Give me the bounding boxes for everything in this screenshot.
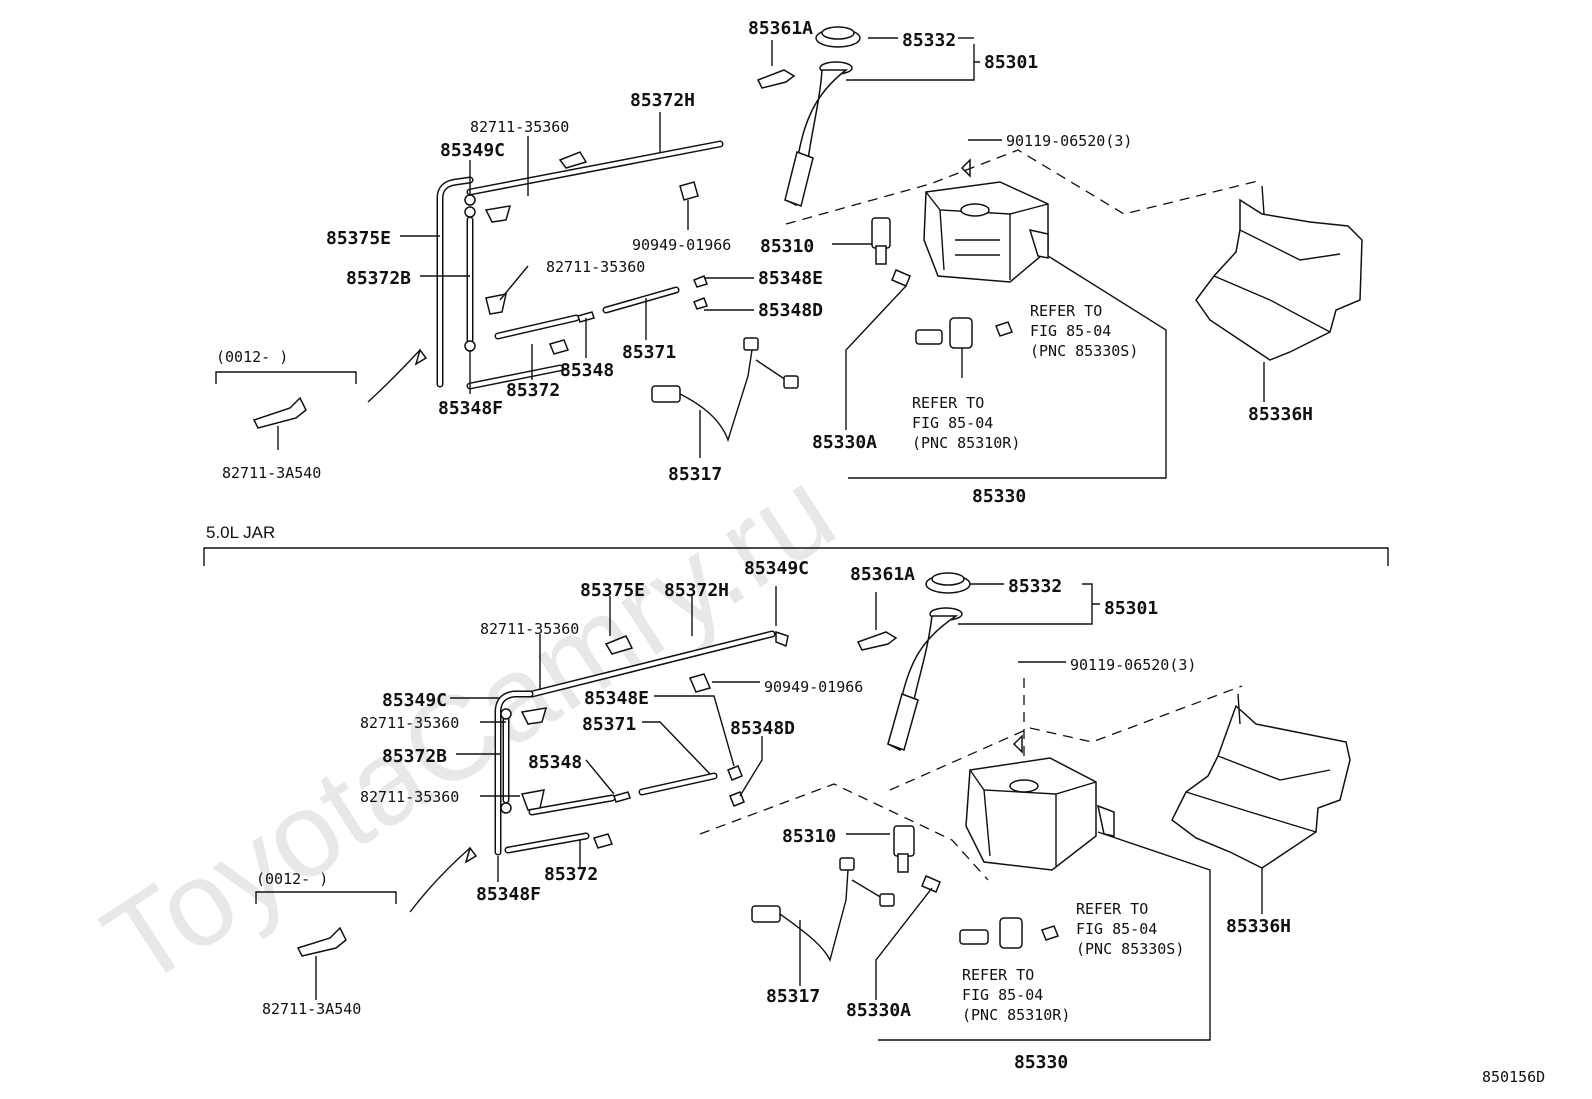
refer-note-2-line-1: REFER TO <box>962 966 1034 984</box>
bracket-85336h-bottom <box>1171 693 1351 869</box>
labels-bottom: 85349C 85375E 85372H 85361A 85332 85301 … <box>256 558 1291 1073</box>
refer-note-2-line-2: FIG 85-04 <box>962 986 1043 1004</box>
refer-note-1-line-1: REFER TO <box>1030 302 1102 320</box>
label-85336h: 85336H <box>1248 404 1313 425</box>
label-82711-35360-a: 82711-35360 <box>480 620 579 638</box>
label-85330a: 85330A <box>812 432 877 453</box>
label-85349c: 85349C <box>440 140 505 161</box>
label-85336h: 85336H <box>1226 916 1291 937</box>
label-85361a: 85361A <box>748 18 813 39</box>
joints-bottom <box>500 630 789 814</box>
label-82711-3a540: 82711-3A540 <box>222 464 321 482</box>
labels-top: 85361A 85332 85301 85372H 82711-35360 85… <box>216 18 1313 507</box>
label-85372h: 85372H <box>664 580 729 601</box>
label-82711-35360-b: 82711-35360 <box>546 258 645 276</box>
refer-note-2-line-2: FIG 85-04 <box>912 414 993 432</box>
tank-outline-top <box>785 149 1263 225</box>
label-82711-35360-b: 82711-35360 <box>360 714 459 732</box>
label-range: (0012- ) <box>256 870 328 888</box>
label-85348: 85348 <box>560 360 614 381</box>
refer-note-1-line-2: FIG 85-04 <box>1030 322 1111 340</box>
label-85348d: 85348D <box>730 718 795 739</box>
label-85330a: 85330A <box>846 1000 911 1021</box>
label-85372: 85372 <box>506 380 560 401</box>
label-85348f: 85348F <box>476 884 541 905</box>
label-85348f: 85348F <box>438 398 503 419</box>
bottom-assembly: 85349C 85375E 85372H 85361A 85332 85301 … <box>255 558 1351 1073</box>
label-85349c-b: 85349C <box>382 690 447 711</box>
label-85310: 85310 <box>782 826 836 847</box>
harness-85317-bottom <box>751 857 895 962</box>
label-82711-35360-c: 82711-35360 <box>360 788 459 806</box>
harness-85317-top <box>651 337 799 443</box>
hoses-bottom <box>494 630 776 856</box>
tank-outline-bottom-2 <box>699 783 989 881</box>
pump-85310-top <box>871 217 911 287</box>
leaders-bottom <box>315 583 1263 1041</box>
leaders-top <box>277 37 1265 479</box>
inset-clip-bottom <box>255 846 478 957</box>
clips-top <box>484 151 699 355</box>
label-90119: 90119-06520(3) <box>1070 656 1196 674</box>
label-85371: 85371 <box>622 342 676 363</box>
refer-note-2-line-3: (PNC 85310R) <box>912 434 1020 452</box>
label-85361a: 85361A <box>850 564 915 585</box>
figure-code: 850156D <box>1482 1068 1545 1086</box>
label-85332: 85332 <box>1008 576 1062 597</box>
label-82711-3a540: 82711-3A540 <box>262 1000 361 1018</box>
motor-85330a-top <box>915 317 1013 378</box>
pump-85310-bottom <box>893 825 941 893</box>
refer-note-1-line-3: (PNC 85330S) <box>1030 342 1138 360</box>
label-85372b: 85372B <box>346 268 411 289</box>
label-85375e: 85375E <box>326 228 391 249</box>
refer-note-2-line-3: (PNC 85310R) <box>962 1006 1070 1024</box>
label-90949: 90949-01966 <box>764 678 863 696</box>
top-assembly: 85361A 85332 85301 85372H 82711-35360 85… <box>215 18 1363 507</box>
clamp-85361a-bottom <box>856 631 898 651</box>
label-85348d: 85348D <box>758 300 823 321</box>
filler-neck-top <box>784 61 853 207</box>
label-85330: 85330 <box>1014 1052 1068 1073</box>
label-85372b: 85372B <box>382 746 447 767</box>
section-divider: 5.0L JAR <box>203 523 1389 566</box>
motor-85330a-bottom <box>959 917 1059 949</box>
refer-note-1-line-1: REFER TO <box>1076 900 1148 918</box>
filler-cap-bottom <box>925 572 971 594</box>
clamp-85361a-top <box>756 40 796 89</box>
joints-top <box>464 194 708 352</box>
label-85301: 85301 <box>984 52 1038 73</box>
label-85332: 85332 <box>902 30 956 51</box>
label-85348: 85348 <box>528 752 582 773</box>
filler-neck-bottom <box>887 607 963 752</box>
refer-note-1-line-3: (PNC 85330S) <box>1076 940 1184 958</box>
label-85348e: 85348E <box>584 688 649 709</box>
label-90119: 90119-06520(3) <box>1006 132 1132 150</box>
label-85317: 85317 <box>766 986 820 1007</box>
label-82711-35360-a: 82711-35360 <box>470 118 569 136</box>
label-85349c-a: 85349C <box>744 558 809 579</box>
label-85310: 85310 <box>760 236 814 257</box>
label-85371: 85371 <box>582 714 636 735</box>
inset-clip-top <box>215 348 428 429</box>
label-85330: 85330 <box>972 486 1026 507</box>
bracket-85336h-top <box>1195 185 1363 361</box>
section-label: 5.0L JAR <box>206 523 275 542</box>
tank-outline-bottom-1 <box>889 678 1243 791</box>
label-85375e: 85375E <box>580 580 645 601</box>
clips-bottom <box>520 635 712 849</box>
refer-note-1-line-2: FIG 85-04 <box>1076 920 1157 938</box>
label-85301: 85301 <box>1104 598 1158 619</box>
label-85372: 85372 <box>544 864 598 885</box>
label-85317: 85317 <box>668 464 722 485</box>
filler-cap-top <box>815 26 861 48</box>
hoses-top <box>436 140 724 390</box>
label-85348e: 85348E <box>758 268 823 289</box>
washer-tank-top <box>923 158 1049 283</box>
label-range: (0012- ) <box>216 348 288 366</box>
washer-tank-bottom <box>965 734 1115 871</box>
refer-note-2-line-1: REFER TO <box>912 394 984 412</box>
label-90949: 90949-01966 <box>632 236 731 254</box>
label-85372h: 85372H <box>630 90 695 111</box>
